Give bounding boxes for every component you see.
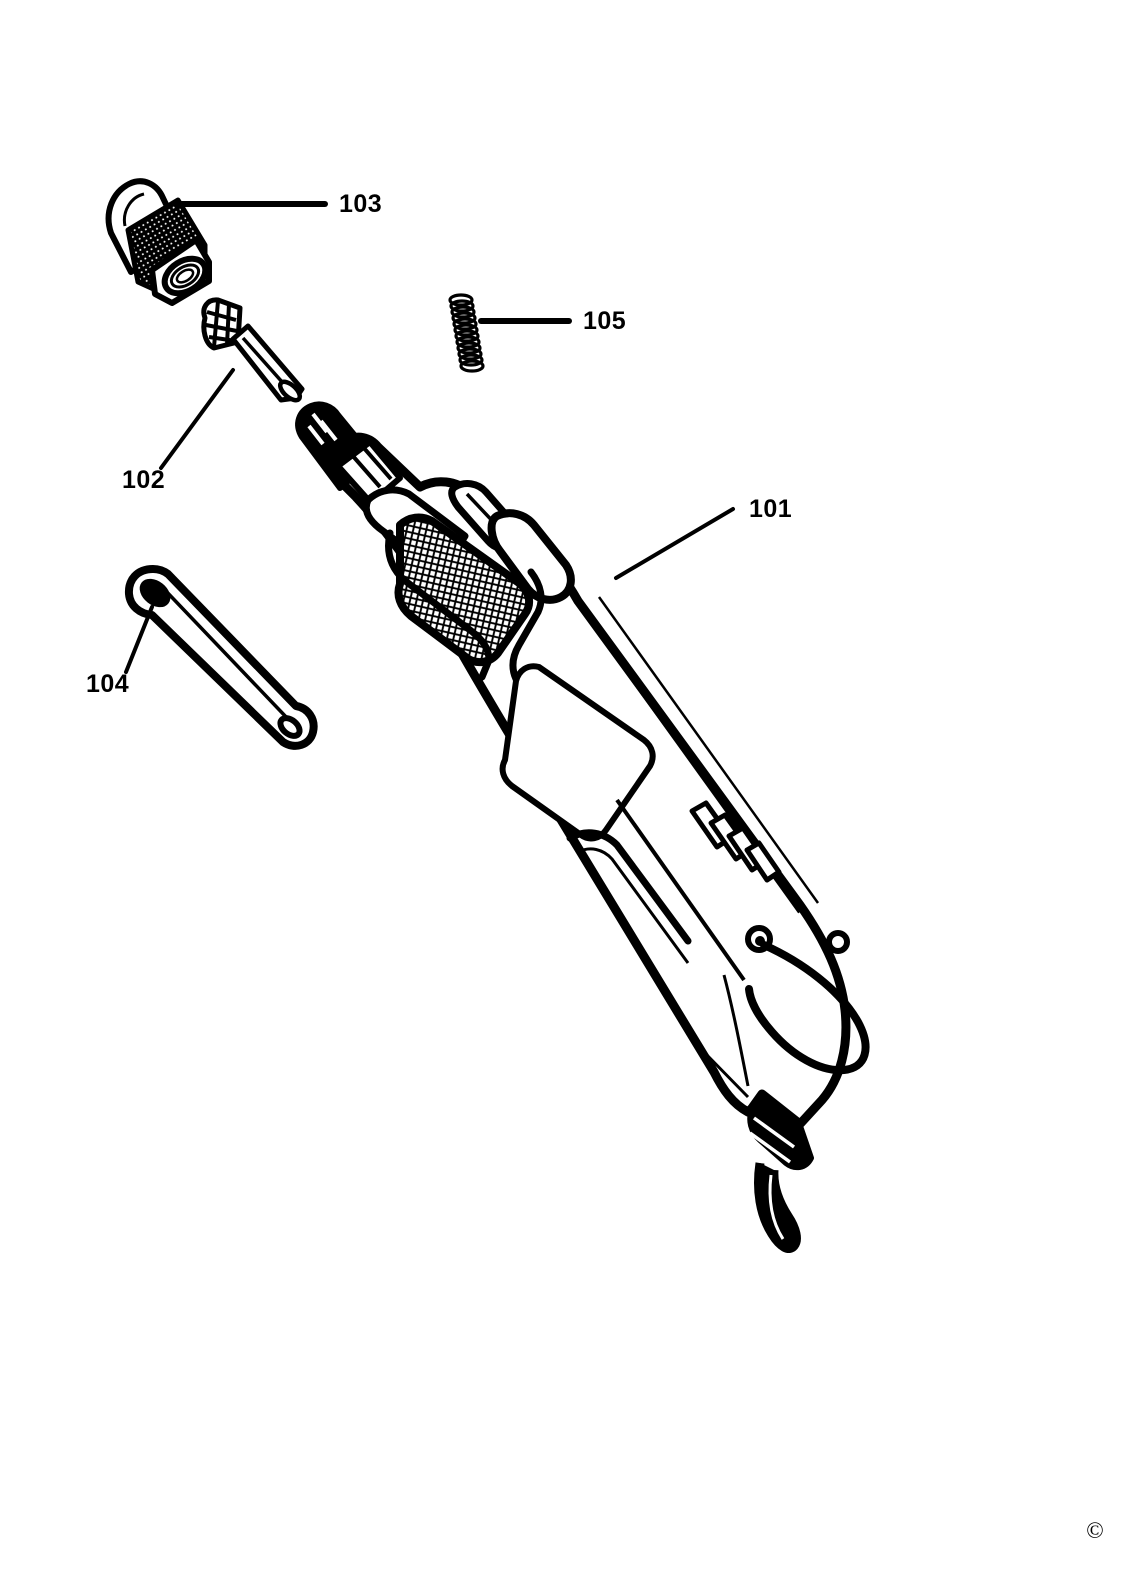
- part-104-wrench: [124, 565, 318, 750]
- part-101-main-body: [295, 401, 870, 1253]
- callout-101: 101: [614, 495, 792, 580]
- knurled-grip-panel: [394, 513, 534, 667]
- leader-line-101: [614, 507, 735, 580]
- callout-label-103: 103: [339, 190, 382, 218]
- threaded-bore-103: [161, 255, 209, 297]
- leader-line-102: [159, 368, 235, 470]
- leader-line-104: [124, 605, 154, 674]
- part-105-spring: [448, 293, 485, 373]
- part-102-collet: [201, 297, 305, 403]
- label-panel: [499, 663, 656, 842]
- callout-105: 105: [478, 307, 626, 335]
- callout-103: 103: [173, 190, 382, 218]
- hanging-loop: [745, 941, 870, 1075]
- callout-label-102: 102: [122, 466, 165, 494]
- callout-label-101: 101: [749, 495, 792, 523]
- callout-label-104: 104: [86, 670, 129, 698]
- copyright-icon: ©: [1086, 1518, 1103, 1543]
- callout-label-105: 105: [583, 307, 626, 335]
- part-103-collet-nut: [105, 178, 212, 306]
- vent-slots: [689, 800, 782, 883]
- screw-boss-lower: [826, 930, 850, 954]
- cord-strain-relief: [747, 1093, 814, 1253]
- callout-104: 104: [86, 605, 154, 698]
- callouts-layer: 103 105 102 101 104: [86, 190, 792, 698]
- callout-102: 102: [122, 368, 235, 494]
